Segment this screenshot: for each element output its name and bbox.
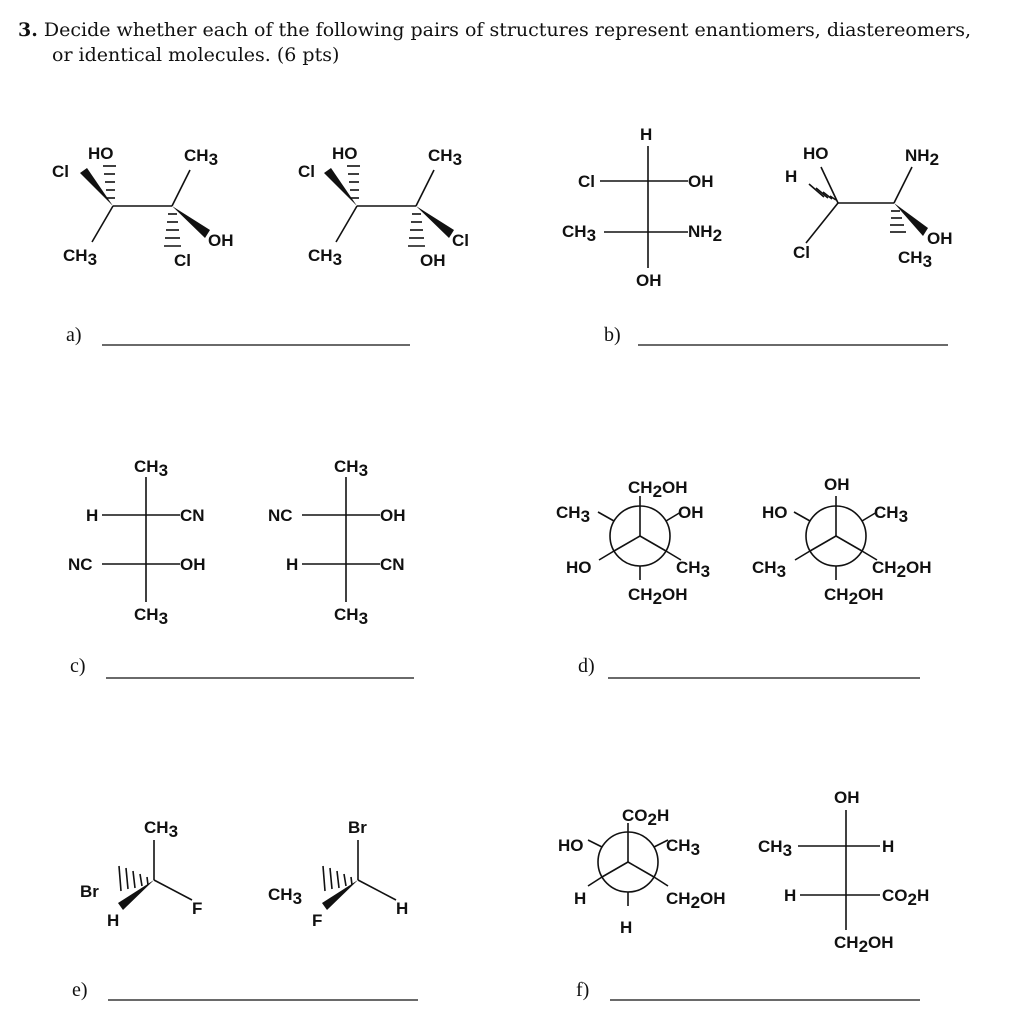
label-co2h: CO2H (882, 886, 929, 909)
label-oh: OH (927, 229, 953, 248)
label-h: H (620, 918, 632, 937)
label-cn: CN (180, 506, 205, 525)
label-ho: HO (762, 503, 788, 522)
label-oh: OH (636, 271, 662, 290)
label-nh2: NH2 (688, 222, 722, 245)
label-ho: HO (803, 144, 829, 163)
label-ho: HO (566, 558, 592, 577)
label-ch3: CH3 (874, 503, 908, 526)
label-h: H (286, 555, 298, 574)
label-nh2: NH2 (905, 146, 939, 169)
question-line-1: Decide whether each of the following pai… (43, 19, 971, 41)
label-co2h: CO2H (622, 806, 669, 829)
structure-d-right-newman: OH HO CH3 CH3 CH2OH CH2OH (752, 475, 932, 608)
label-ch2oh: CH2OH (834, 933, 894, 956)
structure-b-fischer: H Cl OH CH3 NH2 OH (562, 125, 722, 290)
label-h: H (574, 889, 586, 908)
label-ch3: CH3 (334, 605, 368, 628)
label-ch3: CH3 (428, 146, 462, 169)
label-f: F (192, 899, 202, 918)
structure-f-newman: CO2H HO CH3 H CH2OH H (558, 806, 726, 937)
label-ch3: CH3 (666, 836, 700, 859)
label-cl: Cl (298, 162, 315, 181)
label-b: b) (604, 324, 621, 346)
label-oh: OH (380, 506, 406, 525)
label-ho: HO (88, 144, 114, 163)
structure-b-wedge: HO H Cl NH2 OH CH3 (785, 144, 953, 271)
label-e: e) (72, 979, 88, 1001)
label-ch3: CH3 (676, 558, 710, 581)
label-cl: Cl (452, 231, 469, 250)
label-h: H (396, 899, 408, 918)
label-ch3: CH3 (556, 503, 590, 526)
structure-c-left: CH3 H CN NC OH CH3 (68, 457, 206, 628)
label-oh: OH (678, 503, 704, 522)
label-cn: CN (380, 555, 405, 574)
label-cl: Cl (578, 172, 595, 191)
label-oh: OH (824, 475, 850, 494)
label-br: Br (348, 818, 367, 837)
label-ch3: CH3 (758, 837, 792, 860)
structure-a-right: HO Cl CH3 CH3 Cl OH (298, 144, 469, 270)
label-ch3: CH3 (308, 246, 342, 269)
label-ch3: CH3 (898, 248, 932, 271)
label-cl: Cl (174, 251, 191, 270)
label-h: H (86, 506, 98, 525)
label-ch3: CH3 (134, 605, 168, 628)
label-cl: Cl (52, 162, 69, 181)
question-text: 3. Decide whether each of the following … (18, 18, 1008, 68)
label-ch2oh: CH2OH (824, 585, 884, 608)
label-nc: NC (268, 506, 293, 525)
label-cl: Cl (793, 243, 810, 262)
label-ch2oh: CH2OH (872, 558, 932, 581)
label-a: a) (66, 324, 82, 346)
label-ch3: CH3 (134, 457, 168, 480)
label-oh: OH (208, 231, 234, 250)
label-h: H (640, 125, 652, 144)
label-h: H (785, 167, 797, 186)
label-oh: OH (180, 555, 206, 574)
label-ch2oh: CH2OH (628, 478, 688, 501)
label-ho: HO (558, 836, 584, 855)
structure-f-fischer: OH CH3 H H CO2H CH2OH (758, 788, 929, 956)
structure-a-left: HO Cl CH3 CH3 OH Cl (52, 144, 234, 270)
label-f: F (312, 911, 322, 930)
structure-e-right: Br CH3 F H (268, 818, 408, 930)
label-h: H (107, 911, 119, 930)
structure-d-left-newman: CH2OH CH3 OH HO CH3 CH2OH (556, 478, 710, 608)
label-ch3: CH3 (63, 246, 97, 269)
label-nc: NC (68, 555, 93, 574)
label-oh: OH (420, 251, 446, 270)
label-ch3: CH3 (334, 457, 368, 480)
structure-e-left: CH3 Br H F (80, 818, 202, 930)
question-number: 3. (18, 19, 38, 41)
question-line-2: or identical molecules. (6 pts) (52, 44, 340, 66)
label-ch3: CH3 (184, 146, 218, 169)
label-d: d) (578, 655, 595, 677)
label-ch3: CH3 (144, 818, 178, 841)
label-ch3: CH3 (562, 222, 596, 245)
label-ho: HO (332, 144, 358, 163)
label-h: H (882, 837, 894, 856)
label-h: H (784, 886, 796, 905)
label-br: Br (80, 882, 99, 901)
label-c: c) (70, 655, 86, 677)
label-f: f) (576, 979, 589, 1001)
structure-c-right: CH3 NC OH H CN CH3 (268, 457, 406, 628)
label-ch2oh: CH2OH (628, 585, 688, 608)
label-oh: OH (834, 788, 860, 807)
label-ch2oh: CH2OH (666, 889, 726, 912)
label-ch3: CH3 (268, 885, 302, 908)
label-ch3: CH3 (752, 558, 786, 581)
label-oh: OH (688, 172, 714, 191)
